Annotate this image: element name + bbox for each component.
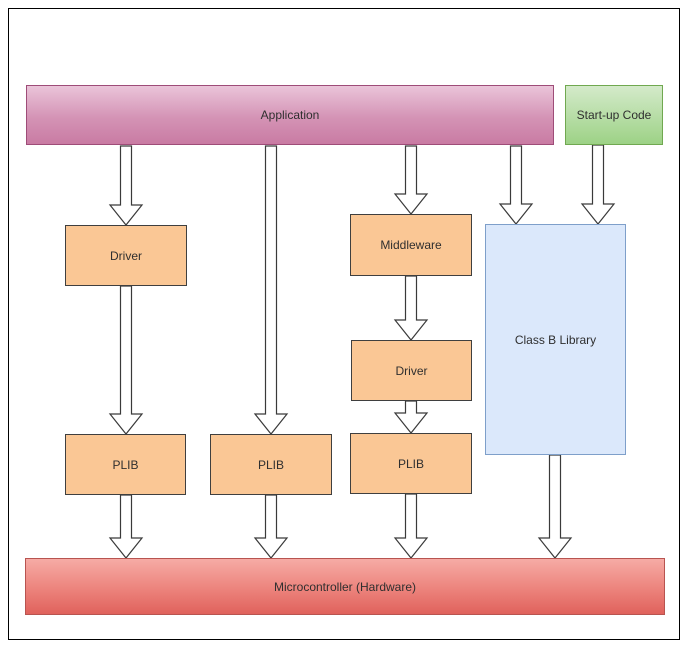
diagram-outer-frame	[8, 8, 680, 640]
node-application: Application	[26, 85, 554, 145]
node-plib-left: PLIB	[65, 434, 186, 495]
arrow-plib-mid-to-micro	[253, 494, 289, 559]
node-startup-code-label: Start-up Code	[576, 108, 652, 122]
arrow-application-to-middleware	[393, 145, 429, 215]
node-plib-middle: PLIB	[210, 434, 332, 495]
arrow-driver-mid-to-plib-right	[393, 400, 429, 434]
arrow-plib-right-to-micro	[393, 493, 429, 559]
node-application-label: Application	[260, 108, 320, 122]
node-plib-left-label: PLIB	[112, 457, 139, 472]
node-middleware-label: Middleware	[380, 238, 442, 252]
node-driver-middle: Driver	[351, 340, 472, 401]
node-startup-code: Start-up Code	[565, 85, 663, 145]
node-plib-middle-label: PLIB	[257, 457, 284, 472]
arrow-driver-left-to-plib-left	[108, 285, 144, 435]
node-driver-left: Driver	[65, 225, 187, 286]
node-class-b-library: Class B Library	[485, 224, 626, 455]
arrow-plib-left-to-micro	[108, 494, 144, 559]
node-plib-right-label: PLIB	[397, 456, 424, 471]
arrow-startup-to-classb	[580, 144, 616, 225]
node-middleware: Middleware	[350, 214, 472, 276]
node-driver-left-label: Driver	[110, 248, 142, 263]
arrow-application-to-plib-mid	[253, 145, 289, 435]
arrow-application-to-driver-left	[108, 145, 144, 226]
node-microcontroller-hardware-label: Microcontroller (Hardware)	[273, 579, 417, 594]
arrow-middleware-to-driver-mid	[393, 275, 429, 341]
node-microcontroller-hardware: Microcontroller (Hardware)	[25, 558, 665, 615]
node-plib-right: PLIB	[350, 433, 472, 494]
node-class-b-library-label: Class B Library	[514, 332, 597, 347]
arrow-classb-to-micro	[537, 454, 573, 559]
node-driver-middle-label: Driver	[395, 363, 428, 378]
arrow-application-to-classb	[498, 145, 534, 225]
